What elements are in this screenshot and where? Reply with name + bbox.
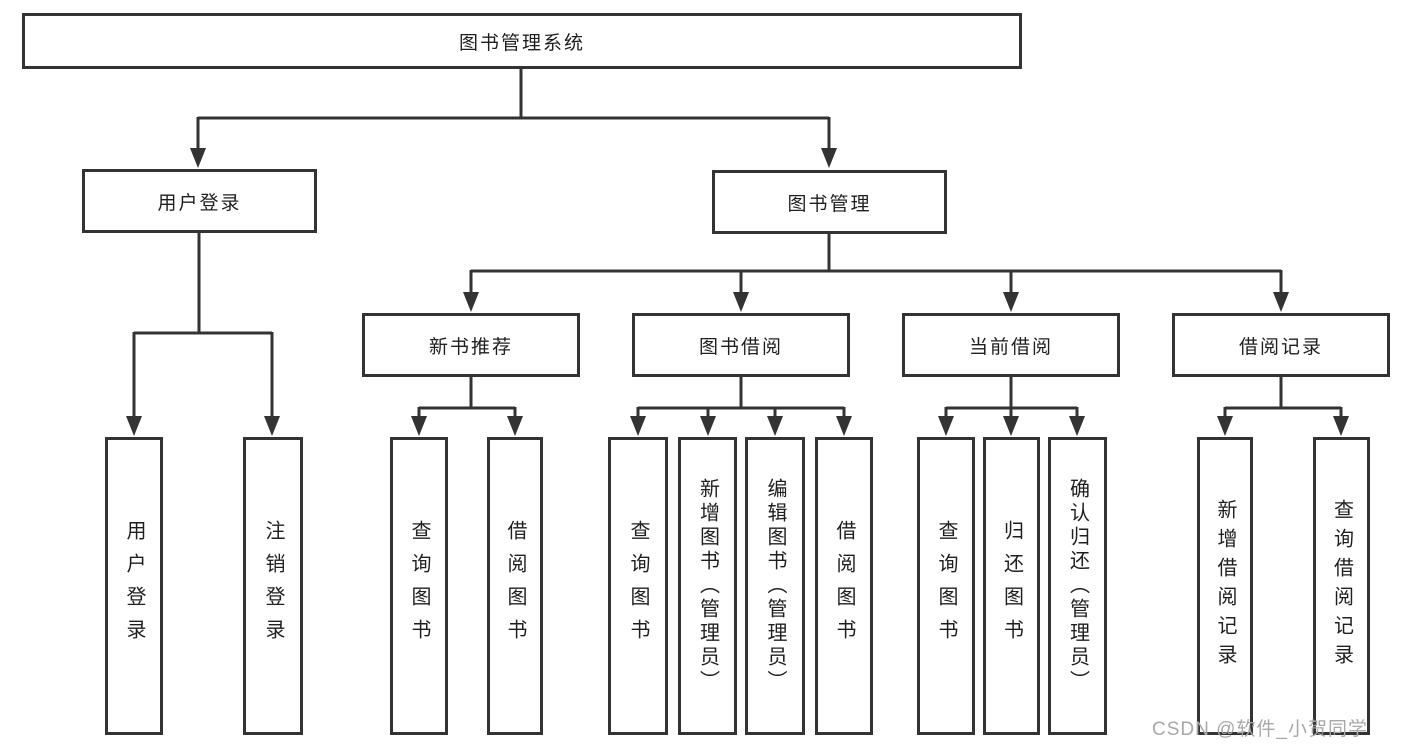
node-return-book: 归还图书: [983, 437, 1040, 735]
node-query-books-current: 查询图书: [917, 437, 975, 735]
node-user-login-action: 用户登录: [105, 437, 163, 735]
node-book-borrowing: 图书借阅: [632, 313, 850, 377]
node-logout-action: 注销登录: [243, 437, 303, 735]
node-borrow-books-borrowing: 借阅图书: [815, 437, 873, 735]
node-query-borrow-record: 查询借阅记录: [1313, 437, 1370, 735]
node-add-borrow-record: 新增借阅记录: [1197, 437, 1253, 735]
node-edit-book-admin: 编辑图书（管理员）: [745, 437, 805, 735]
node-library-system: 图书管理系统: [22, 13, 1022, 69]
node-book-management: 图书管理: [712, 170, 947, 234]
node-current-borrowing: 当前借阅: [902, 313, 1120, 377]
csdn-watermark: CSDN @软件_小贺同学: [1152, 719, 1368, 740]
node-add-book-admin: 新增图书（管理员）: [678, 437, 737, 735]
node-query-books-recommend: 查询图书: [390, 437, 448, 735]
node-confirm-return-admin: 确认归还（管理员）: [1048, 437, 1107, 735]
connector-book-management-branch: [463, 234, 1289, 312]
node-borrow-books-recommend: 借阅图书: [487, 437, 543, 735]
node-new-book-recommend: 新书推荐: [362, 313, 580, 377]
node-borrowing-records: 借阅记录: [1172, 313, 1390, 377]
node-user-login: 用户登录: [82, 169, 317, 233]
connector-root-to-level2: [190, 69, 837, 168]
connector-level3-to-leaves: [411, 377, 1349, 436]
node-query-books-borrowing: 查询图书: [608, 437, 668, 735]
connector-user-login-branch: [126, 233, 280, 436]
